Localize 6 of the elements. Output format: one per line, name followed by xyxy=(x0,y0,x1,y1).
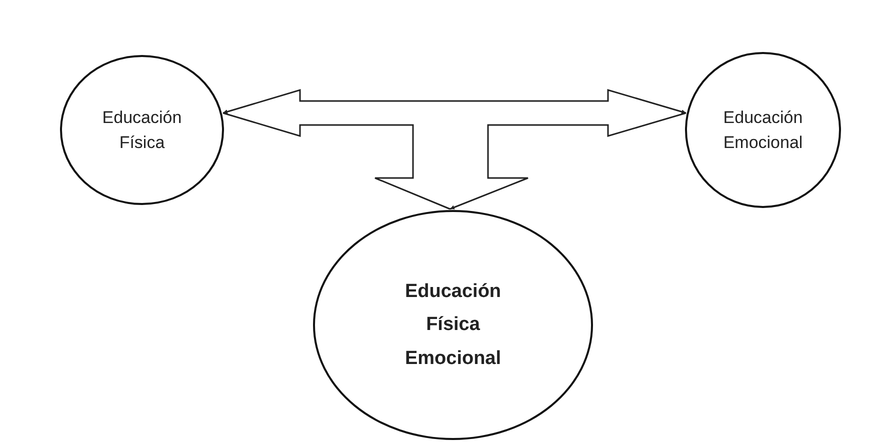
block-arrow xyxy=(222,89,451,148)
block-arrow xyxy=(374,146,529,210)
node-label: Educación Emocional xyxy=(722,106,804,154)
node-label: Educación Física Emocional xyxy=(404,280,502,371)
node-label: Educación Física xyxy=(101,106,183,154)
block-arrow xyxy=(449,89,687,148)
